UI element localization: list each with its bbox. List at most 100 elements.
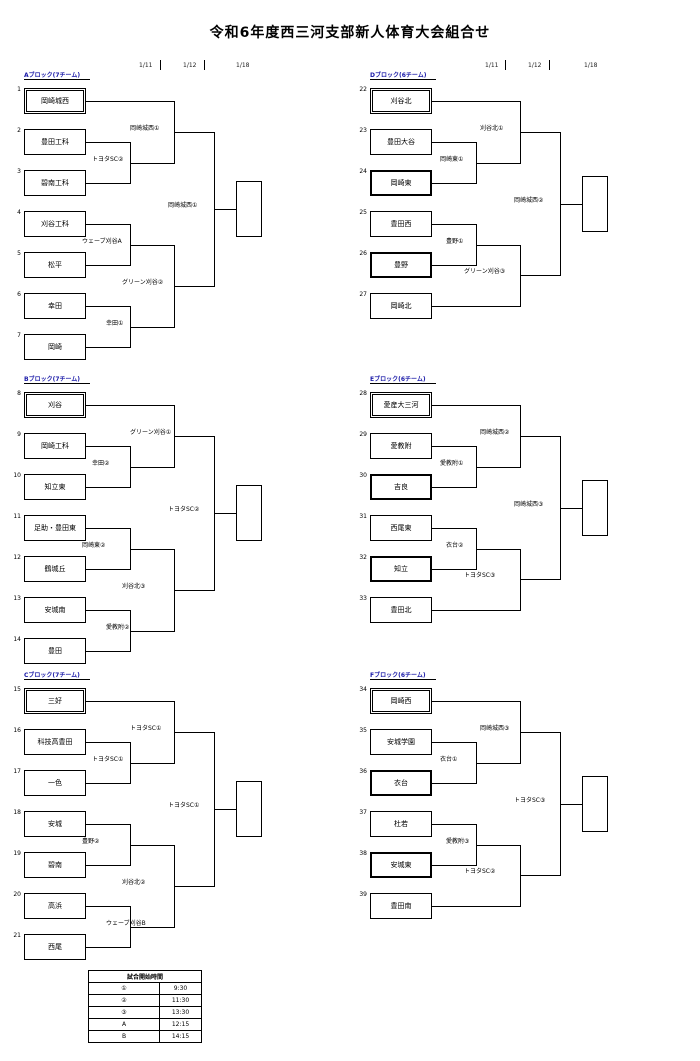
team-seed-number: 8 bbox=[17, 390, 21, 397]
bracket-line bbox=[476, 548, 521, 550]
date-label-left-2: 1/12 bbox=[183, 62, 197, 69]
bracket-line bbox=[432, 224, 477, 225]
bracket-line bbox=[130, 244, 175, 246]
team-box: 吉良 bbox=[370, 474, 432, 500]
team-seed-number: 2 bbox=[17, 127, 21, 134]
team-seed-number: 13 bbox=[13, 595, 21, 602]
bracket-line bbox=[86, 906, 131, 907]
bracket-line bbox=[86, 487, 131, 488]
bracket-line bbox=[432, 405, 521, 406]
team-box: 岡崎東 bbox=[370, 170, 432, 196]
team-box: 幸田 bbox=[24, 293, 86, 319]
bracket-line bbox=[520, 435, 561, 437]
bracket-line bbox=[174, 731, 215, 733]
match-result-label: 岡崎城西② bbox=[480, 428, 510, 436]
team-seed-number: 14 bbox=[13, 636, 21, 643]
block-champion-box bbox=[582, 175, 608, 232]
team-seed-number: 18 bbox=[13, 809, 21, 816]
team-seed-number: 24 bbox=[359, 168, 367, 175]
bracket-line bbox=[432, 610, 521, 611]
match-result-label: トヨタSC① bbox=[92, 755, 124, 763]
team-box: 刈谷北 bbox=[370, 88, 432, 114]
bracket-line bbox=[432, 528, 477, 529]
team-seed-number: 25 bbox=[359, 209, 367, 216]
block-champion-box bbox=[236, 180, 262, 237]
bracket-line bbox=[86, 947, 131, 948]
team-box: 科技高豊田 bbox=[24, 729, 86, 755]
team-box: 衣台 bbox=[370, 770, 432, 796]
team-seed-number: 33 bbox=[359, 595, 367, 602]
bracket-line bbox=[520, 731, 561, 733]
block-champion-box bbox=[236, 484, 262, 541]
team-box: 碧南 bbox=[24, 852, 86, 878]
match-result-label: 豊野① bbox=[446, 237, 464, 245]
bracket-line bbox=[432, 742, 477, 743]
match-result-label: 岡崎城西② bbox=[514, 196, 544, 204]
team-seed-number: 28 bbox=[359, 390, 367, 397]
bracket-line bbox=[86, 265, 131, 266]
team-seed-number: 9 bbox=[17, 431, 21, 438]
match-result-label: 愛教附① bbox=[440, 459, 464, 467]
bracket-line bbox=[432, 783, 477, 784]
team-seed-number: 22 bbox=[359, 86, 367, 93]
team-box: 知立東 bbox=[24, 474, 86, 500]
block-header: Eブロック(6チーム) bbox=[370, 376, 426, 383]
bracket-line bbox=[86, 306, 131, 307]
bracket-line bbox=[130, 162, 175, 164]
team-box: 愛産大三河 bbox=[370, 392, 432, 418]
team-box: 刈谷工科 bbox=[24, 211, 86, 237]
match-result-label: 豊野② bbox=[82, 837, 100, 845]
match-result-label: ウェーブ刈谷B bbox=[106, 919, 146, 927]
bracket-line bbox=[86, 446, 131, 447]
date-divider bbox=[505, 60, 506, 70]
team-seed-number: 3 bbox=[17, 168, 21, 175]
bracket-line bbox=[130, 466, 175, 468]
block-champion-box bbox=[582, 775, 608, 832]
bracket-line bbox=[86, 142, 131, 143]
match-result-label: ウェーブ刈谷A bbox=[82, 237, 122, 245]
team-seed-number: 29 bbox=[359, 431, 367, 438]
bracket-line bbox=[432, 183, 477, 184]
bracket-line bbox=[86, 347, 131, 348]
team-seed-number: 20 bbox=[13, 891, 21, 898]
team-seed-number: 23 bbox=[359, 127, 367, 134]
team-box: 豊田南 bbox=[370, 893, 432, 919]
team-seed-number: 10 bbox=[13, 472, 21, 479]
bracket-line bbox=[86, 742, 131, 743]
team-seed-number: 27 bbox=[359, 291, 367, 298]
team-box: 豊田工科 bbox=[24, 129, 86, 155]
team-box: 三好 bbox=[24, 688, 86, 714]
team-box: 岡崎北 bbox=[370, 293, 432, 319]
bracket-line bbox=[86, 224, 131, 225]
bracket-line bbox=[214, 808, 237, 810]
team-seed-number: 30 bbox=[359, 472, 367, 479]
match-result-label: トヨタSC① bbox=[130, 724, 162, 732]
match-result-label: 衣台② bbox=[446, 541, 464, 549]
team-seed-number: 37 bbox=[359, 809, 367, 816]
team-seed-number: 1 bbox=[17, 86, 21, 93]
block-champion-box bbox=[236, 780, 262, 837]
bracket-line bbox=[86, 701, 175, 702]
match-result-label: 岡崎東① bbox=[440, 155, 464, 163]
bracket-line bbox=[432, 306, 521, 307]
block-header-underline bbox=[24, 383, 90, 384]
bracket-line bbox=[560, 803, 583, 805]
bracket-line bbox=[432, 487, 477, 488]
team-seed-number: 7 bbox=[17, 332, 21, 339]
bracket-line bbox=[174, 435, 215, 437]
match-result-label: トヨタSC③ bbox=[514, 796, 546, 804]
block-header: Fブロック(6チーム) bbox=[370, 672, 426, 679]
block-header: Aブロック(7チーム) bbox=[24, 72, 81, 79]
team-seed-number: 4 bbox=[17, 209, 21, 216]
bracket-line bbox=[560, 203, 583, 205]
bracket-line bbox=[86, 783, 131, 784]
team-seed-number: 5 bbox=[17, 250, 21, 257]
bracket-line bbox=[214, 512, 237, 514]
block-header: Dブロック(6チーム) bbox=[370, 72, 427, 79]
team-box: 一色 bbox=[24, 770, 86, 796]
team-seed-number: 16 bbox=[13, 727, 21, 734]
bracket-line bbox=[520, 131, 561, 133]
bracket-line bbox=[86, 610, 131, 611]
